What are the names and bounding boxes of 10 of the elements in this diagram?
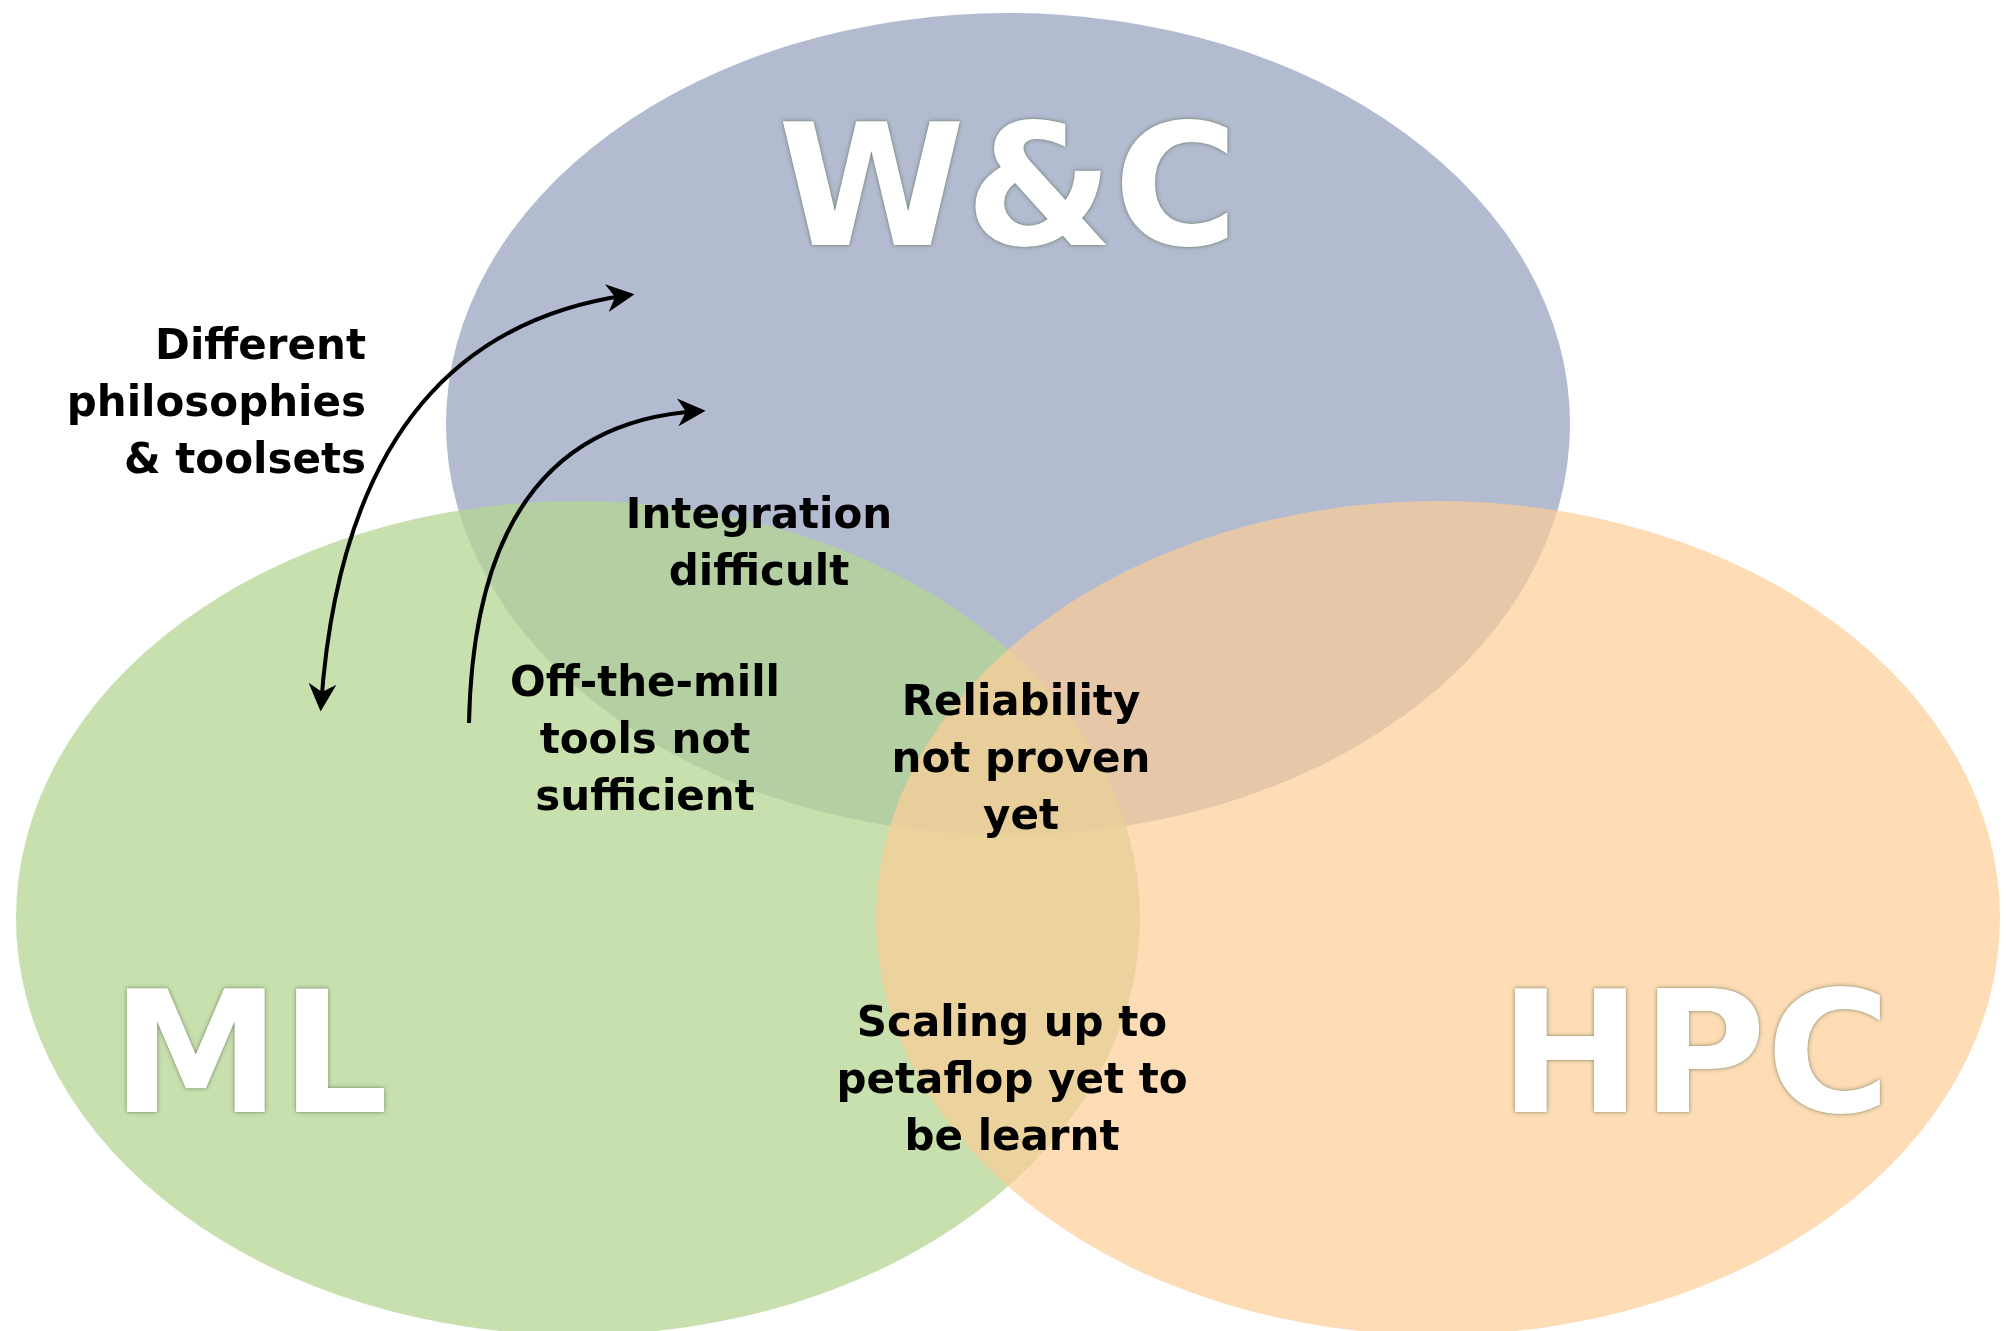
curved-arrow	[467, 399, 706, 724]
annotation-text: Integration difficult	[624, 488, 894, 597]
annotation-text: Off-the-mill tools not sufficient	[509, 655, 781, 822]
curved-arrow	[309, 285, 635, 712]
set-label: HPC	[1499, 968, 1891, 1138]
annotation-text: Reliability not proven yet	[890, 674, 1152, 841]
annotation-text: Different philosophies & toolsets	[65, 318, 366, 485]
set-label: W&C	[777, 101, 1239, 271]
set-label: ML	[111, 968, 389, 1138]
annotation-text: Scaling up to petaflop yet to be learnt	[835, 995, 1189, 1162]
